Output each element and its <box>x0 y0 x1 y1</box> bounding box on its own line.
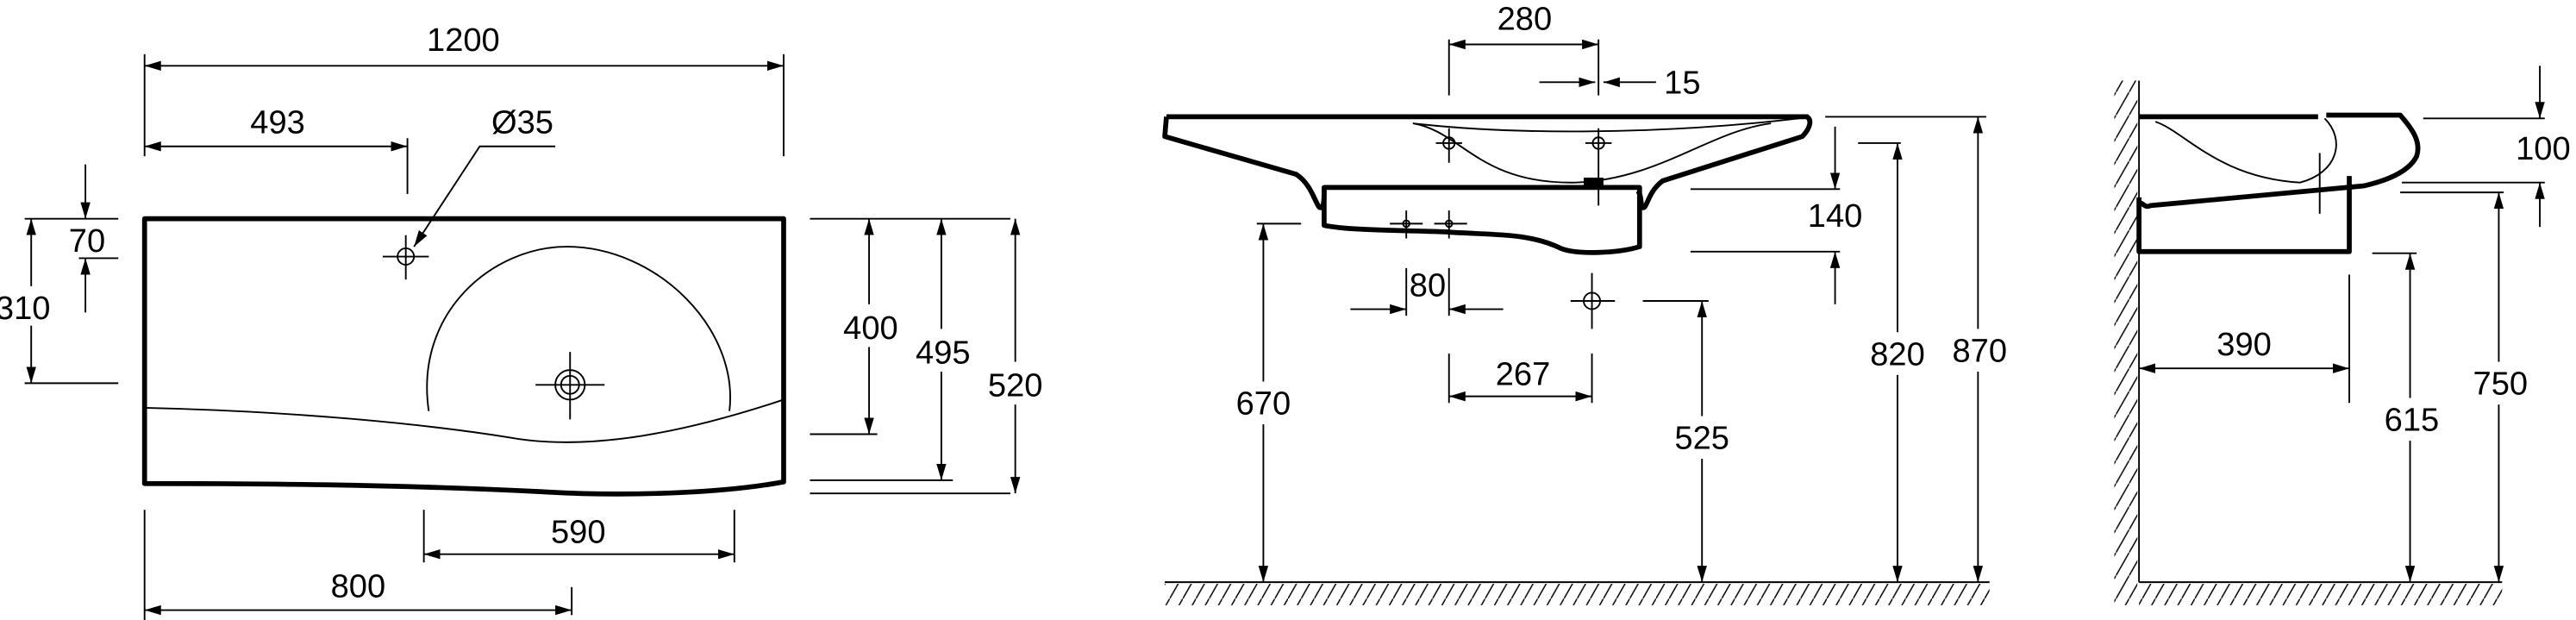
tap-hole <box>383 235 429 280</box>
dim-diameter-35: Ø35 <box>491 103 553 141</box>
bowl-section <box>1412 117 1799 184</box>
front-view: 1200 493 Ø35 70 310 400 495 520 5 <box>0 22 1045 620</box>
dim-1200: 1200 <box>427 22 500 59</box>
wall-hatch <box>2114 80 2138 605</box>
dim-590: 590 <box>551 513 606 550</box>
drain-hole <box>535 352 605 420</box>
floor-hatch <box>1165 584 1990 605</box>
tap-holes <box>1390 128 1616 329</box>
cover-side-outline <box>2136 176 2352 254</box>
dim-525: 525 <box>1674 420 1729 457</box>
dim-820: 820 <box>1870 335 1925 373</box>
dim-100: 100 <box>2516 130 2571 167</box>
dim-800: 800 <box>331 567 386 604</box>
side-view: 100 390 615 750 <box>2114 66 2571 605</box>
dim-280: 280 <box>1497 0 1553 37</box>
dim-493: 493 <box>250 103 305 141</box>
basin-side-outline <box>2137 112 2421 210</box>
dim-615: 615 <box>2385 402 2440 439</box>
bowl-outline <box>426 246 731 411</box>
bowl-side-section <box>2154 117 2337 184</box>
dim-310: 310 <box>0 290 50 327</box>
dim-400: 400 <box>843 310 898 347</box>
dim-495: 495 <box>916 334 971 371</box>
elevation-view: 280 15 140 80 267 670 525 820 <box>1162 0 2008 605</box>
dim-80: 80 <box>1410 266 1446 304</box>
dim-670: 670 <box>1236 385 1291 423</box>
basin-front-edge <box>144 398 785 443</box>
floor-hatch <box>2139 584 2503 605</box>
cover-outline <box>1322 185 1642 255</box>
dim-15: 15 <box>1664 65 1700 102</box>
basin-outline <box>141 216 786 497</box>
dim-750: 750 <box>2473 366 2529 403</box>
dim-870: 870 <box>1952 333 2007 370</box>
dim-267: 267 <box>1496 355 1551 392</box>
dim-520: 520 <box>988 367 1043 404</box>
dim-70: 70 <box>69 222 105 260</box>
dim-140: 140 <box>1808 197 1863 235</box>
dim-390: 390 <box>2216 326 2272 363</box>
